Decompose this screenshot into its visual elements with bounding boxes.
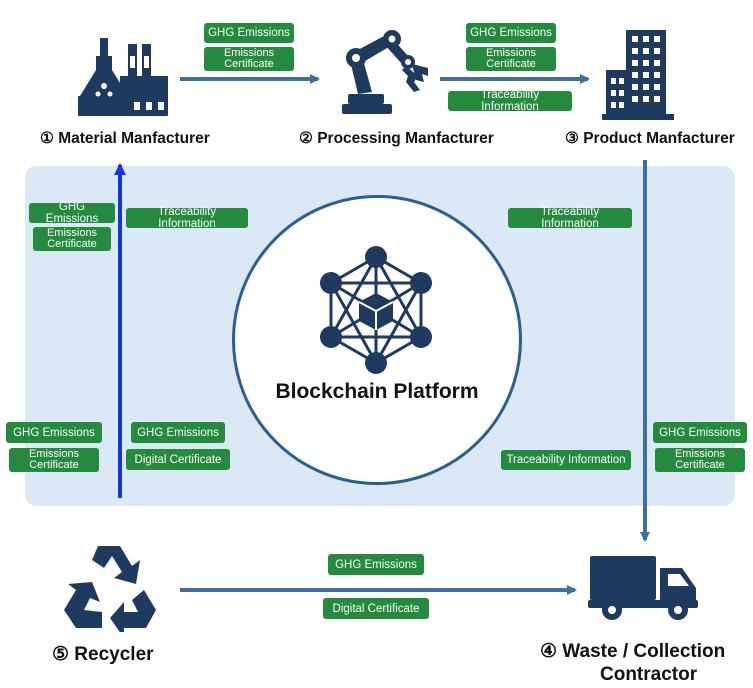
tag-text: Certificate [47,238,97,250]
tag-emissions-certificate: Emissions Certificate [655,448,745,472]
robot-arm-icon [342,30,428,114]
office-building-icon [602,30,674,120]
tag-ghg-emissions: GHG Emissions [29,201,115,225]
truck-icon [588,556,698,620]
tag-ghg-emissions: GHG Emissions [131,422,225,443]
blockchain-network-icon [320,246,432,374]
tag-digital-certificate: Digital Certificate [126,449,230,470]
material-manufacturer-label: ① Material Manfacturer [40,130,210,147]
tag-digital-certificate: Digital Certificate [323,598,429,619]
tag-emissions-certificate: Emissions Certificate [33,227,111,251]
blockchain-platform-title: Blockchain Platform [275,380,479,403]
tag-text: Emissions [485,47,537,59]
tag-traceability-information: Traceability Information [501,450,631,470]
tag-traceability-information: Traceability Information [126,206,248,230]
tag-text: Emissions [46,227,98,239]
tag-emissions-certificate: Emissions Certificate [466,47,556,71]
tag-ghg-emissions: GHG Emissions [328,554,424,575]
tag-traceability-information: Traceability Information [508,206,632,230]
tag-text: Certificate [29,459,79,471]
tag-text: Certificate [224,58,274,70]
recycle-icon [64,546,156,632]
tag-emissions-certificate: Emissions Certificate [204,47,294,71]
waste-collection-label-line2: Contractor [600,664,698,685]
processing-manufacturer-label: ② Processing Manfacturer [299,130,494,147]
recycler-label: ⑤ Recycler [52,644,154,665]
tag-traceability-information: Traceability Information [448,89,572,113]
tag-text: Certificate [486,58,536,70]
tag-text: Emissions [674,448,726,460]
tag-text: Emissions [28,448,80,460]
tag-ghg-emissions: GHG Emissions [6,422,102,443]
tag-ghg-emissions: GHG Emissions [653,422,747,443]
product-manufacturer-label: ③ Product Manfacturer [565,130,735,147]
tag-ghg-emissions: GHG Emissions [204,23,294,43]
tag-emissions-certificate: Emissions Certificate [9,448,99,472]
tag-text: Certificate [675,459,725,471]
factory-icon [78,38,168,116]
tag-ghg-emissions: GHG Emissions [466,23,556,43]
waste-collection-label-line1: ④ Waste / Collection [540,641,726,662]
tag-text: Emissions [223,47,275,59]
